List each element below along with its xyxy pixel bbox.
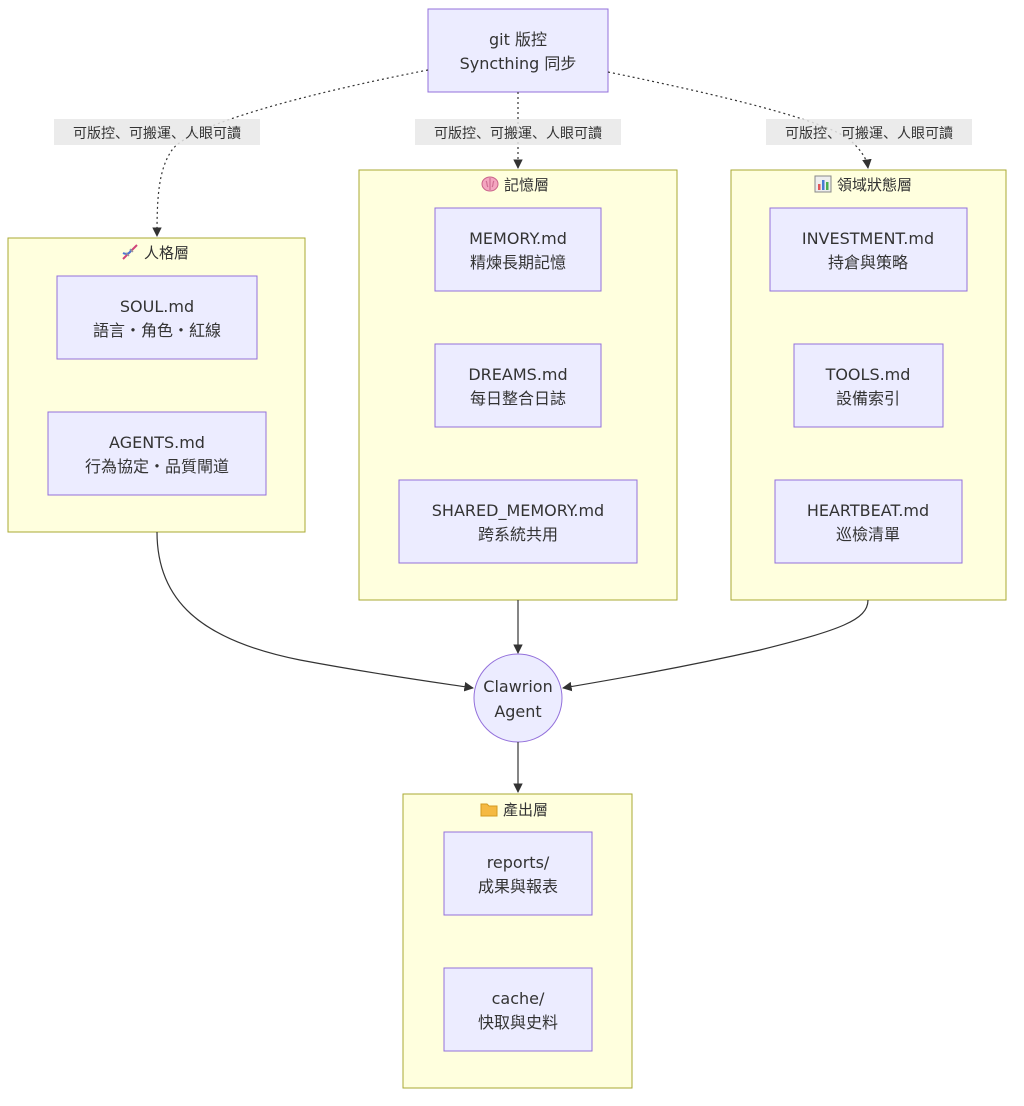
edge-label-left-bg	[54, 119, 260, 145]
persona-title: 人格層	[144, 244, 189, 262]
agents-line1: AGENTS.md	[109, 433, 205, 452]
output-cluster-title: 產出層	[480, 801, 548, 819]
git-sync-node	[427, 8, 609, 93]
memory-line2: 精煉長期記憶	[470, 253, 566, 272]
heartbeat-line2: 巡檢清單	[836, 525, 900, 544]
bar-chart-icon	[814, 175, 832, 193]
agent-node	[473, 653, 563, 743]
memory-cluster-title: 記憶層	[481, 176, 549, 194]
memory-line1: MEMORY.md	[469, 229, 567, 248]
agents-line2: 行為協定・品質閘道	[85, 457, 229, 476]
edge-top-to-persona	[152, 69, 429, 237]
edge-top-to-domain	[607, 71, 872, 169]
edge-label-left: 可版控、可搬運、人眼可讀	[73, 126, 241, 142]
edge-domain-to-agent	[562, 599, 869, 692]
agent-line1: Clawrion	[483, 677, 552, 696]
heartbeat-node	[774, 479, 963, 564]
soul-node	[56, 275, 258, 360]
brain-icon	[481, 176, 499, 192]
dreams-line2: 每日整合日誌	[470, 389, 566, 408]
soul-line1: SOUL.md	[120, 297, 194, 316]
output-title: 產出層	[503, 801, 548, 819]
domain-title: 領域狀態層	[837, 176, 912, 194]
tools-line2: 設備索引	[836, 389, 900, 408]
agents-node	[47, 411, 267, 496]
tools-node	[793, 343, 944, 428]
edge-label-center-bg	[415, 119, 621, 145]
soul-line2: 語言・角色・紅線	[93, 321, 221, 340]
shared-memory-line1: SHARED_MEMORY.md	[432, 501, 604, 521]
shared-memory-node	[398, 479, 638, 564]
dreams-node	[434, 343, 602, 428]
reports-line2: 成果與報表	[478, 877, 558, 896]
investment-line1: INVESTMENT.md	[802, 229, 934, 248]
edge-label-right-bg	[766, 119, 972, 145]
memory-node	[434, 207, 602, 292]
dna-icon	[122, 244, 138, 260]
agent-line2: Agent	[494, 702, 541, 721]
dreams-line1: DREAMS.md	[468, 365, 567, 384]
edge-persona-to-agent	[156, 531, 474, 692]
cache-line1: cache/	[492, 989, 545, 1008]
investment-line2: 持倉與策略	[828, 253, 908, 272]
investment-node	[769, 207, 968, 292]
domain-cluster-title: 領域狀態層	[814, 175, 912, 194]
edge-label-center: 可版控、可搬運、人眼可讀	[434, 126, 602, 142]
tools-line1: TOOLS.md	[825, 365, 911, 384]
memory-title: 記憶層	[504, 176, 549, 194]
cache-line2: 快取與史料	[478, 1013, 558, 1032]
reports-node	[443, 831, 593, 916]
shared-memory-line2: 跨系統共用	[478, 525, 558, 544]
folder-icon	[480, 803, 498, 817]
cache-node	[443, 967, 593, 1052]
heartbeat-line1: HEARTBEAT.md	[807, 501, 929, 520]
persona-cluster-title: 人格層	[122, 244, 189, 262]
edge-label-right: 可版控、可搬運、人眼可讀	[785, 126, 953, 142]
reports-line1: reports/	[487, 853, 550, 872]
git-sync-line1: git 版控	[489, 30, 547, 49]
git-sync-line2: Syncthing 同步	[460, 54, 577, 73]
